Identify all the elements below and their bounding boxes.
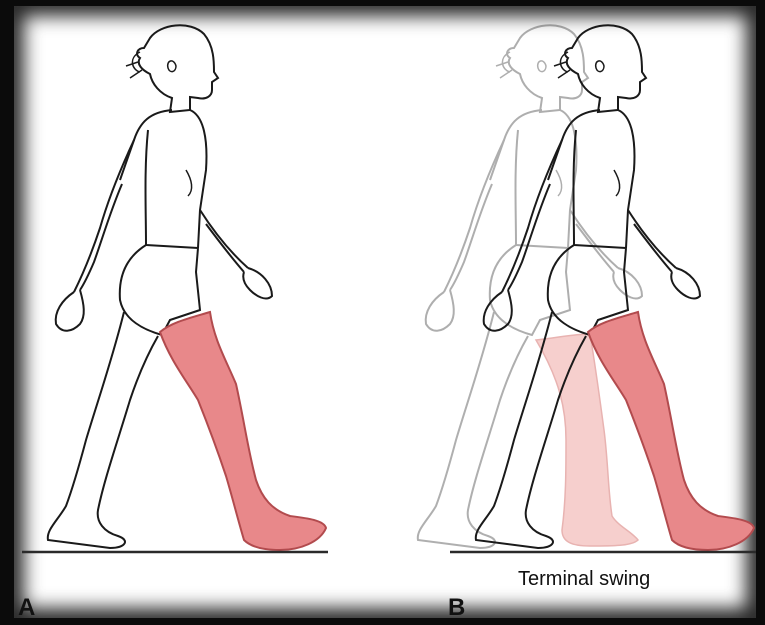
figure-a bbox=[22, 25, 328, 552]
panel-caption-b: Terminal swing bbox=[518, 568, 650, 591]
highlighted-leg-a bbox=[160, 312, 326, 550]
highlighted-leg-b bbox=[588, 312, 754, 550]
panel-label-b: B bbox=[448, 594, 465, 622]
panel-label-a: A bbox=[18, 594, 35, 622]
